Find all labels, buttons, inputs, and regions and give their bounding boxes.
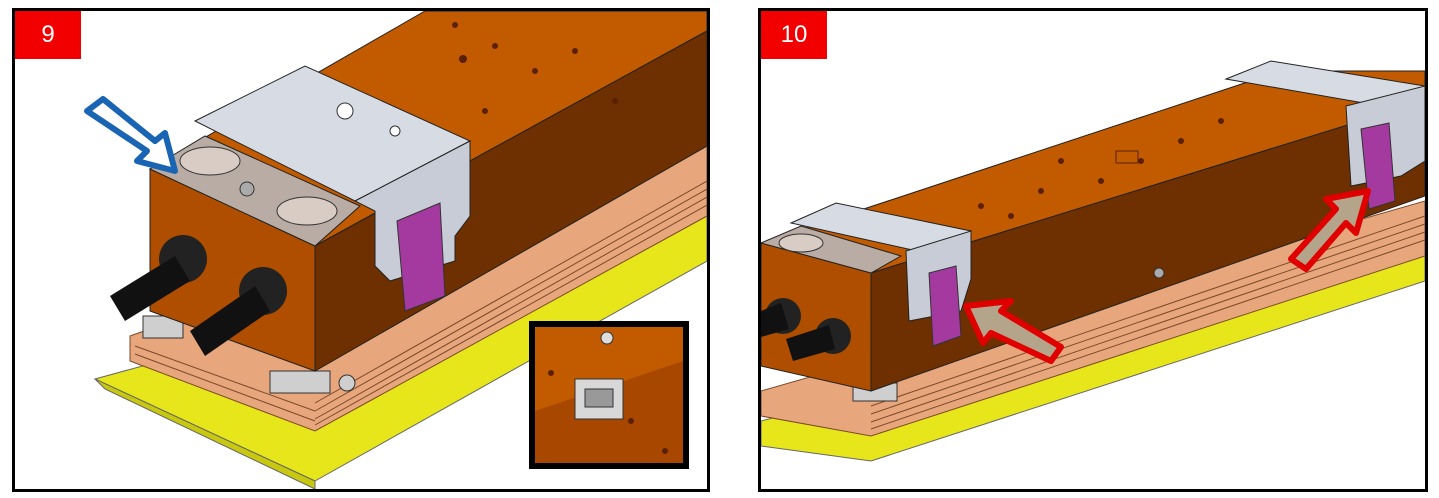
cable-connector bbox=[190, 286, 270, 356]
cable-connector bbox=[761, 303, 789, 337]
step-9-badge: 9 bbox=[15, 11, 81, 59]
step-9-panel: 9 bbox=[12, 8, 710, 492]
clamp bbox=[269, 370, 331, 394]
step-10-badge: 10 bbox=[761, 11, 827, 59]
step-9-illustration bbox=[84, 11, 707, 489]
arrow-blue-icon bbox=[84, 96, 178, 174]
step-10-illustration bbox=[761, 60, 1425, 462]
magenta-tape bbox=[396, 202, 446, 312]
magenta-tape bbox=[1360, 122, 1396, 210]
bracket-top bbox=[1224, 60, 1425, 107]
cable-connector bbox=[786, 325, 835, 361]
arrow-red-icon bbox=[963, 298, 1064, 364]
inset-detail bbox=[529, 321, 689, 469]
arrow-red-icon bbox=[1288, 188, 1371, 272]
step-10-panel: 10 bbox=[758, 8, 1428, 492]
cable-connector bbox=[110, 256, 190, 321]
magenta-tape bbox=[928, 265, 962, 347]
